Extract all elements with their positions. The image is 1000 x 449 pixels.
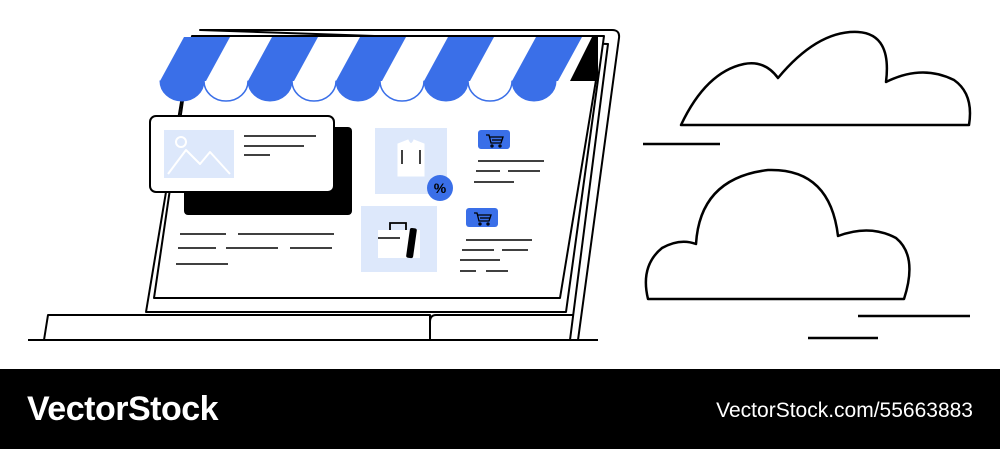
cloud-icon bbox=[644, 168, 911, 301]
source-url: VectorStock.com/55663883 bbox=[716, 399, 973, 422]
watermark-footer: VectorStock VectorStock.com/55663883 bbox=[0, 369, 1000, 449]
shirt-product: % bbox=[375, 128, 453, 201]
product-card bbox=[149, 115, 352, 215]
cloud-icon bbox=[679, 30, 972, 127]
cart-label-top bbox=[474, 130, 544, 183]
awning bbox=[159, 37, 598, 102]
brand-logo: VectorStock bbox=[27, 390, 219, 428]
cart-icon bbox=[486, 134, 504, 148]
briefcase-product bbox=[361, 206, 437, 272]
briefcase-icon bbox=[378, 222, 420, 259]
image-placeholder-icon bbox=[164, 130, 234, 178]
laptop-base bbox=[43, 314, 576, 341]
shop-illustration: % bbox=[28, 29, 972, 341]
percent-badge-label: % bbox=[434, 180, 447, 196]
cart-icon bbox=[474, 212, 492, 226]
laptop-lid-back bbox=[199, 29, 621, 341]
percent-badge-icon bbox=[427, 175, 453, 201]
description-lines bbox=[176, 233, 334, 265]
cart-label-bottom bbox=[460, 208, 532, 272]
shirt-icon bbox=[397, 139, 425, 177]
